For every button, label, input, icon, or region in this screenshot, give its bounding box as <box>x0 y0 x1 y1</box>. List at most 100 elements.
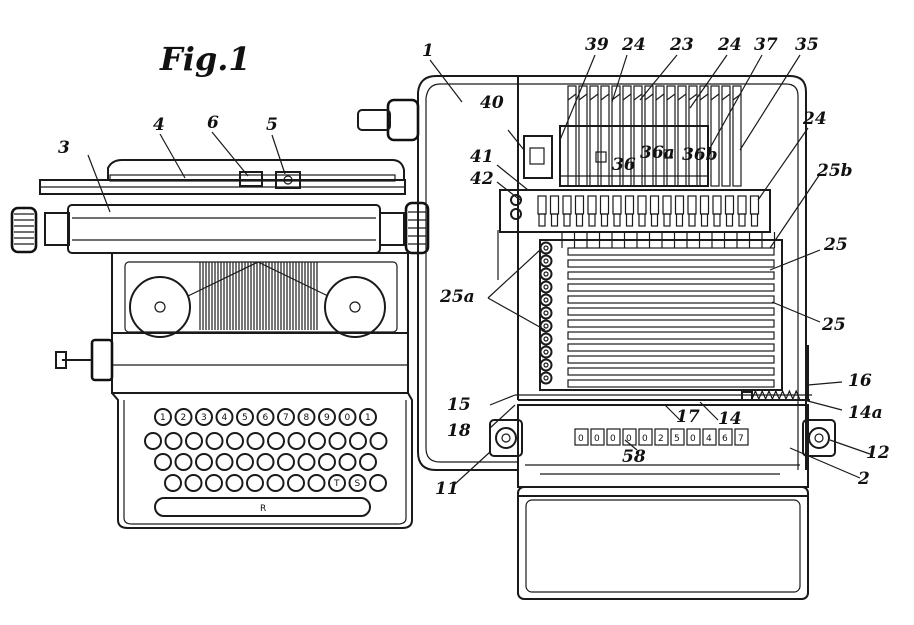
counter-digit: 4 <box>706 434 712 444</box>
number-key-label: 1 <box>160 413 166 423</box>
letter-key <box>287 474 305 492</box>
ratchet-bar <box>589 85 599 187</box>
letter-key <box>154 453 172 471</box>
letter-key <box>308 432 326 450</box>
slider-part <box>275 171 301 189</box>
label-25b: 25b <box>816 161 853 181</box>
number-key <box>174 408 193 426</box>
screw <box>539 241 553 255</box>
number-key <box>338 408 357 426</box>
letter-key <box>236 453 254 471</box>
label-36: 36 <box>612 155 636 175</box>
counter-digit-window <box>702 428 717 446</box>
letter-key <box>256 453 275 471</box>
comb-tooth <box>549 195 560 215</box>
counter-digit-window <box>590 428 605 446</box>
counter-digit: 0 <box>626 434 632 444</box>
screw <box>539 280 553 294</box>
label-2: 2 <box>857 469 870 489</box>
number-key <box>236 408 254 426</box>
number-key-label: 0 <box>345 413 351 423</box>
relay-unit <box>523 135 553 179</box>
screw <box>539 371 553 385</box>
letter-key <box>246 432 265 450</box>
number-key-label: 1 <box>365 413 371 423</box>
number-key-label: 7 <box>283 413 289 423</box>
label-42: 42 <box>470 169 494 189</box>
comb-tooth <box>737 195 747 215</box>
label-40: 40 <box>480 93 504 113</box>
counter-digit: 2 <box>658 434 664 444</box>
screw <box>539 293 553 307</box>
letter-key <box>144 432 162 450</box>
counter-digit-window <box>638 428 653 446</box>
slide-bar <box>567 283 775 292</box>
slide-bar <box>567 355 775 364</box>
ratchet-bar <box>677 85 687 187</box>
number-key-label: 5 <box>242 413 248 423</box>
counter-digit-window <box>670 428 685 446</box>
ratchet-bar <box>666 85 676 187</box>
comb-tooth <box>749 195 760 215</box>
slide-bar <box>567 379 775 388</box>
number-key <box>277 408 295 426</box>
label-36a: 36a <box>640 143 675 163</box>
number-key <box>318 408 336 426</box>
letter-key <box>328 432 347 450</box>
space-bar <box>154 497 371 517</box>
spring <box>751 389 801 401</box>
ratchet-bar <box>688 85 698 187</box>
typewriter-housing <box>111 252 409 394</box>
comb-tooth <box>712 195 722 215</box>
label-24-top-left: 24 <box>621 35 646 55</box>
slide-bar <box>567 247 775 256</box>
bottom-drawer <box>517 486 809 600</box>
figure-title: Fig.1 <box>159 40 251 78</box>
comb-tooth <box>662 195 672 215</box>
counter-digit: 5 <box>674 434 680 444</box>
counter-digit: 0 <box>594 434 600 444</box>
ratchet-bar <box>655 85 665 187</box>
ratchet-bar <box>611 85 621 187</box>
ratchet-bars <box>567 85 742 187</box>
counter-digit-window <box>574 428 589 446</box>
letter-key <box>205 474 223 492</box>
letter-key <box>246 474 264 492</box>
letter-key <box>184 474 203 492</box>
label-24-right: 24 <box>802 109 827 129</box>
counter-digit: 6 <box>722 434 728 444</box>
letter-key <box>205 432 224 450</box>
letter-key <box>267 432 285 450</box>
number-key <box>256 408 275 426</box>
screw <box>539 267 553 281</box>
counter-digit: 0 <box>642 434 648 444</box>
screw <box>539 345 553 359</box>
label-11: 11 <box>435 479 459 499</box>
counter-digit-window <box>654 428 669 446</box>
label-1: 1 <box>422 41 434 61</box>
screw <box>539 332 553 346</box>
counter-digit-window <box>734 428 749 446</box>
label-4: 4 <box>153 115 165 135</box>
keyboard-frame <box>111 392 413 529</box>
number-key <box>215 408 234 426</box>
number-key-label: 6 <box>263 413 269 423</box>
letter-key <box>164 432 183 450</box>
comb-tooth <box>537 195 547 215</box>
ratchet-bar <box>699 85 709 187</box>
platen-roller <box>67 204 381 254</box>
letter-key <box>185 432 203 450</box>
label-23: 23 <box>669 35 694 55</box>
letter-key <box>359 453 377 471</box>
slide-bar <box>567 259 775 268</box>
label-3: 3 <box>58 138 70 158</box>
letter-key <box>215 453 234 471</box>
label-25a: 25a <box>439 287 475 307</box>
screw-column <box>539 241 553 385</box>
slide-bar <box>567 331 775 340</box>
reset-button-left <box>495 427 517 449</box>
screw <box>539 254 553 268</box>
ratchet-bar <box>732 85 742 187</box>
